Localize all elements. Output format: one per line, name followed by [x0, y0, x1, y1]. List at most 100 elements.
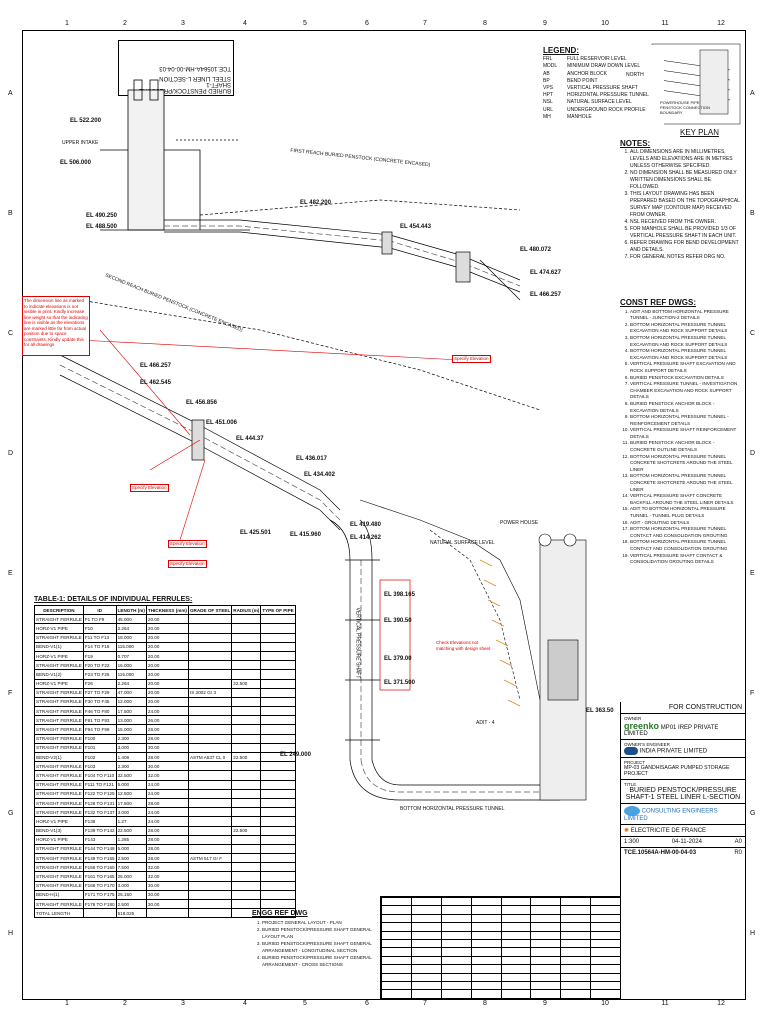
- revision-cell: [590, 955, 621, 966]
- table-cell: [231, 862, 262, 873]
- revision-cell: [470, 972, 502, 983]
- revision-cell: [590, 922, 621, 932]
- table-cell: F138: [82, 816, 117, 827]
- revision-cell: [560, 947, 592, 957]
- table-cell: 32.500: [115, 770, 147, 781]
- table-cell: [145, 908, 189, 919]
- natural-surface-profile: [359, 499, 541, 701]
- table-cell: [187, 660, 233, 671]
- const-ref-item: BOTTOM HORIZONTAL PRESSURE TUNNEL EXCAVA…: [630, 335, 740, 348]
- table-cell: [260, 825, 296, 836]
- revision-cell: [440, 913, 472, 924]
- revision-cell: [470, 947, 502, 957]
- table-cell: 45.000: [115, 614, 147, 625]
- legend-value: ANCHOR BLOCK: [567, 70, 608, 77]
- table-cell: [260, 696, 296, 708]
- const-ref-item: ADIT TO BOTTOM HORIZONTAL PRESSURE TUNNE…: [630, 506, 740, 519]
- table-cell: [231, 761, 262, 772]
- table-cell: F139 TO F142: [82, 825, 117, 836]
- table-cell: [187, 788, 233, 799]
- table-cell: [187, 843, 233, 855]
- row-d: D: [8, 450, 14, 457]
- revision-cell: [440, 981, 472, 991]
- revision-cell: [590, 989, 621, 999]
- table-cell: BEND-H(1): [34, 889, 84, 901]
- legend-key: NSL: [543, 99, 553, 106]
- table-cell: BEND-V1(1): [34, 641, 84, 652]
- table-cell: 32.00: [145, 770, 189, 781]
- owner-label: OWNER: [624, 716, 642, 721]
- revision-cell: [530, 922, 562, 932]
- table-cell: [260, 678, 296, 689]
- table-cell: [260, 862, 296, 873]
- revision-cell: [440, 905, 472, 915]
- table-cell: [260, 797, 296, 809]
- table-cell: 30.00: [145, 761, 189, 772]
- row-h-right: H: [750, 930, 756, 937]
- col-8-bottom: 8: [483, 1000, 487, 1007]
- elevation-label: EL 522.200: [70, 118, 101, 124]
- revision-cell: [470, 989, 502, 999]
- elevation-label: EL 456.856: [186, 400, 217, 406]
- sheet-size: A0: [734, 839, 742, 845]
- elevation-label: EL 379.00: [384, 656, 412, 662]
- legend-key: MDDL: [543, 63, 558, 70]
- revision-cell: [560, 896, 592, 907]
- nsl-label: NATURAL SURFACE LEVEL: [430, 540, 495, 546]
- project-label: PROJECT: [624, 760, 646, 765]
- elevation-label: EL 434.402: [304, 472, 335, 478]
- revision-cell: [470, 939, 502, 949]
- row-g: G: [8, 810, 14, 817]
- table-cell: 5.000: [115, 779, 147, 790]
- table-cell: 2.264: [115, 678, 147, 689]
- table-cell: [260, 641, 296, 652]
- col-3-bottom: 3: [181, 1000, 185, 1007]
- table-cell: [187, 825, 233, 836]
- table-cell: 7.500: [115, 862, 147, 873]
- left-row-ruler: A B C D E F G H: [6, 30, 20, 998]
- table-cell: F102: [82, 751, 117, 763]
- table-cell: ASTM 517 Gr F: [187, 853, 233, 864]
- edf-logo-icon: ✺: [624, 828, 630, 834]
- scale-value: 1:300: [624, 839, 640, 845]
- table-cell: 1.27: [115, 816, 147, 827]
- table-cell: F104 TO F110: [82, 770, 117, 781]
- second-reach-penstock: [59, 299, 541, 531]
- table-cell: 3.000: [115, 742, 147, 754]
- table-cell: STRAIGHT FERRULE: [34, 898, 84, 910]
- vertical-pressure-shaft: [329, 519, 560, 801]
- legend-value: UNDERGROUND ROCK PROFILE: [567, 106, 646, 113]
- table-cell: [231, 715, 262, 726]
- table-cell: STRAIGHT FERRULE: [34, 742, 84, 754]
- revision-cell: [500, 981, 532, 991]
- const-ref-item: VERTICAL PRESSURE SHAFT EXCAVATION AND R…: [630, 361, 740, 374]
- elevation-label: EL 390.50: [384, 618, 412, 624]
- table-cell: BEND-V1(3): [34, 825, 84, 836]
- elevation-label: EL 482.200: [300, 200, 331, 206]
- table-cell: 13.000: [115, 715, 147, 726]
- revision-cell: [470, 964, 502, 974]
- table-cell: F171 TO F175: [82, 889, 117, 901]
- table-cell: 22.500: [115, 825, 147, 836]
- table-cell: F23 TO F25: [82, 669, 117, 680]
- table-cell: 22.500: [231, 678, 262, 689]
- col-2-bottom: 2: [123, 1000, 127, 1007]
- table-cell: [231, 779, 262, 790]
- table-cell: [231, 871, 262, 882]
- row-d-right: D: [750, 450, 756, 457]
